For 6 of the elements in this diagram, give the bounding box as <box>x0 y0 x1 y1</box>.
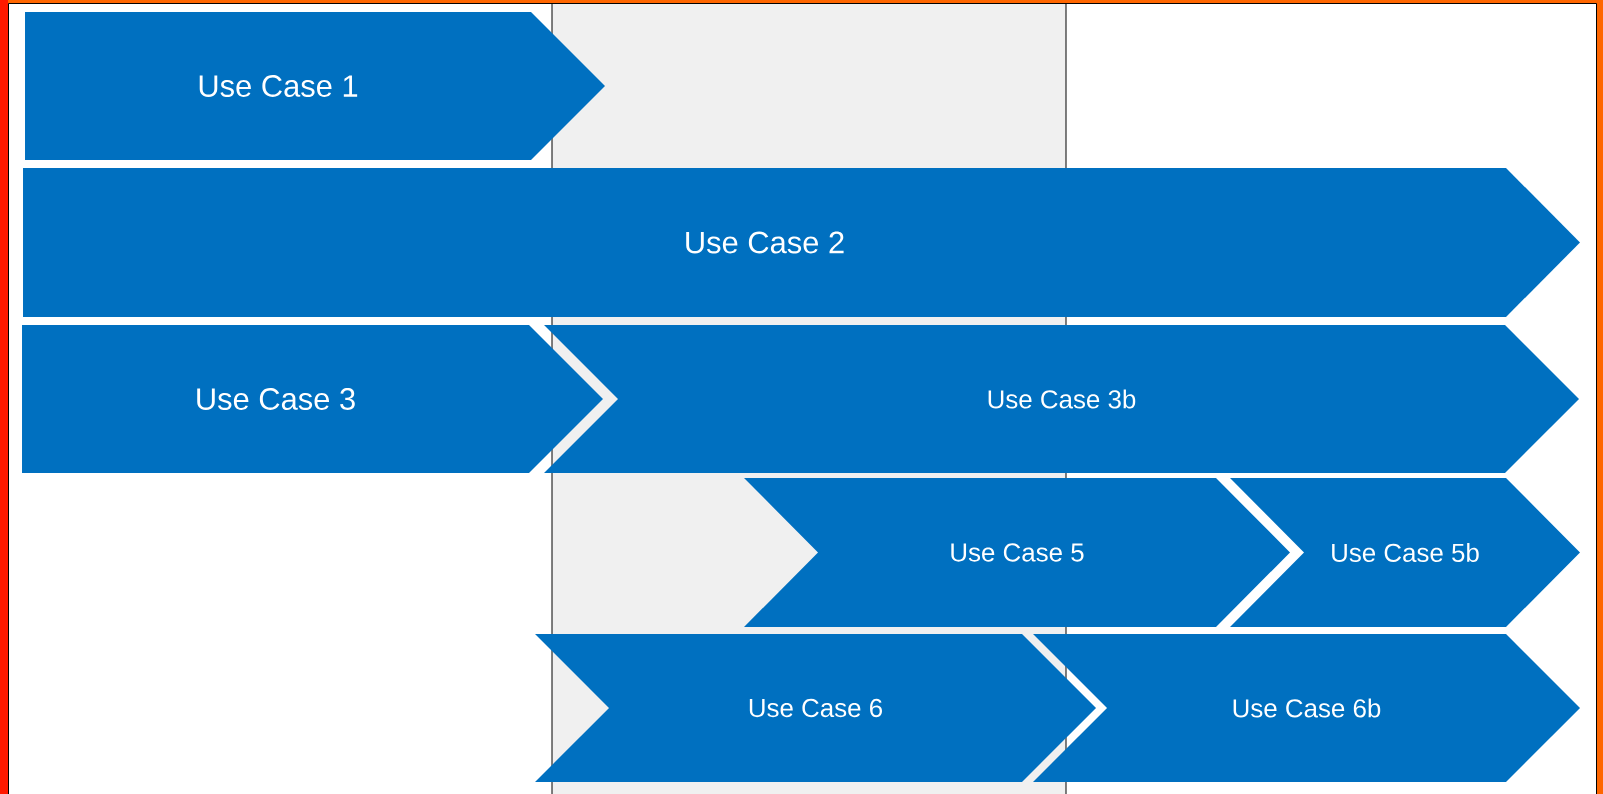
node-label: Use Case 6 <box>749 698 882 718</box>
node-label: Use Case 3 <box>197 388 355 410</box>
node-label: Use Case 3b <box>988 389 1136 409</box>
node-label: Use Case 5 <box>951 543 1084 562</box>
node-label: Use Case 6b <box>1233 698 1381 718</box>
node-label: Use Case 5b <box>1332 542 1479 562</box>
